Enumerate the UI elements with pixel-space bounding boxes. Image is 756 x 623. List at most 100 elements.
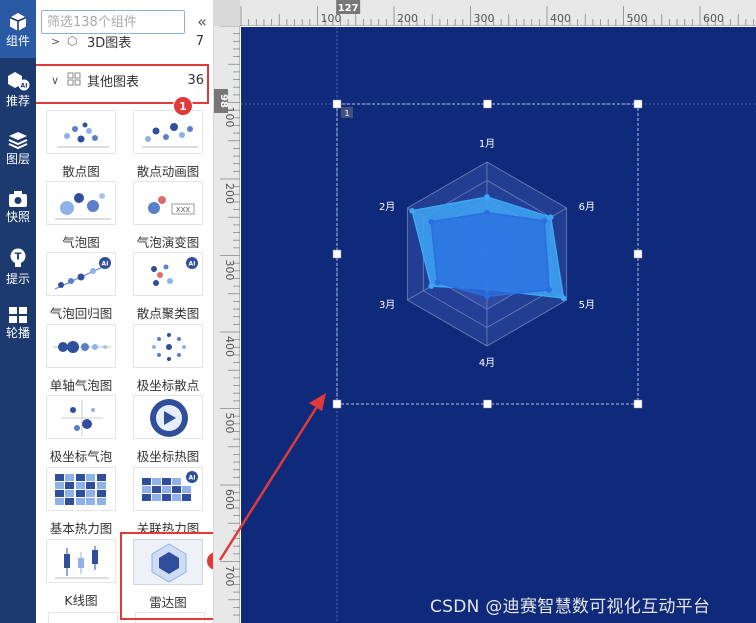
rail-label: 轮播	[5, 326, 30, 340]
tile-label: 气泡演变图	[136, 235, 200, 250]
resize-handle[interactable]	[332, 99, 342, 109]
rail-label: 快照	[5, 210, 30, 224]
component-search-input[interactable]	[41, 10, 185, 34]
rail-item-components[interactable]: 组件	[0, 0, 36, 58]
step-badge-1: 1	[173, 96, 193, 116]
bulb-icon: T	[10, 248, 26, 267]
resize-handle[interactable]	[633, 249, 643, 259]
tile-radar[interactable]: 雷达图	[129, 539, 207, 611]
rail-item-snapshot[interactable]: 快照	[0, 190, 36, 224]
rail-item-recommend[interactable]: AI 推荐	[0, 70, 36, 108]
radar-point	[484, 209, 490, 216]
tile-partial	[48, 612, 118, 623]
rail-item-layers[interactable]: 图层	[0, 130, 36, 166]
rail-label: 图层	[5, 152, 30, 166]
bubble-evolution-thumbnail: XXX	[133, 181, 203, 225]
tile-polar-scatter[interactable]: 极坐标散点	[129, 324, 207, 394]
rail-label: 提示	[5, 272, 30, 286]
tile-single-axis-bubble[interactable]: 单轴气泡图	[42, 324, 120, 394]
tile-partial	[135, 612, 205, 623]
svg-text:T: T	[15, 252, 22, 263]
tile-candlestick[interactable]: K线图	[42, 539, 120, 609]
single-axis-bubble-thumbnail	[46, 324, 116, 368]
tile-label: 散点动画图	[136, 164, 200, 179]
category-3d-charts[interactable]: > ⬡ 3D图表 7	[36, 30, 213, 52]
category-name: 其他图表	[87, 74, 140, 90]
tile-label: 散点图	[62, 164, 100, 179]
tile-bubble-evolution[interactable]: XXX 气泡演变图	[129, 181, 207, 251]
scatter-thumbnail	[46, 110, 116, 154]
radar-indicator-label: 2月	[379, 201, 395, 213]
radar-tile-highlight-box	[120, 532, 213, 620]
ruler-y-marker	[214, 88, 228, 113]
component-index: 1	[344, 109, 349, 118]
resize-handle[interactable]	[483, 399, 492, 409]
ai-cube-icon: AI	[8, 72, 30, 91]
resize-handle[interactable]	[633, 399, 643, 409]
polar-scatter-thumbnail	[133, 324, 203, 368]
ruler-label: 100	[321, 12, 342, 25]
related-heatmap-thumbnail: AI	[133, 467, 203, 511]
resize-handle[interactable]	[332, 249, 342, 259]
radar-indicator-label: 3月	[379, 299, 395, 311]
camera-icon	[9, 191, 27, 207]
tile-label: 基本热力图	[49, 521, 113, 536]
rail-item-carousel[interactable]: 轮播	[0, 306, 36, 340]
tile-polar-heatmap[interactable]: 极坐标热图	[129, 395, 207, 465]
ruler-label: 600	[703, 12, 724, 25]
category-other-charts[interactable]: ∨ 其他图表 36	[36, 66, 213, 94]
grid-outline-icon	[67, 72, 83, 89]
ruler-label: 300	[474, 12, 495, 25]
tile-polar-bubble[interactable]: 极坐标气泡	[42, 395, 120, 465]
tile-bubble-regression[interactable]: AI 气泡回归图	[42, 252, 120, 322]
tile-label: 气泡回归图	[49, 306, 113, 321]
component-panel: « > ⬡ 3D图表 7 ∨ 其他图表 36 散点图 散点动画图 气泡图 XXX	[36, 0, 214, 623]
tile-label: 雷达图	[149, 595, 187, 610]
ruler-label: 400	[550, 12, 571, 25]
radar-point	[484, 293, 490, 300]
radar-point	[428, 283, 435, 290]
scatter-animation-thumbnail	[133, 110, 203, 154]
ai-tag: AI	[189, 475, 196, 482]
tile-label: K线图	[64, 593, 98, 608]
basic-heatmap-thumbnail	[46, 467, 116, 511]
ruler-label: 700	[223, 566, 236, 587]
ruler-label: 400	[223, 336, 236, 357]
bubble-thumbnail	[46, 181, 116, 225]
collapse-panel-button[interactable]: «	[197, 12, 207, 31]
rail-label: 组件	[5, 34, 30, 48]
windows-icon	[9, 307, 27, 323]
category-name: 3D图表	[87, 35, 132, 51]
category-highlight-box	[36, 64, 209, 104]
ruler-label: 500	[627, 12, 648, 25]
resize-handle[interactable]	[483, 99, 492, 109]
tile-scatter[interactable]: 散点图	[42, 110, 120, 180]
chevron-right-icon: >	[51, 34, 61, 48]
radar-point	[428, 219, 435, 225]
scatter-cluster-thumbnail: AI	[133, 252, 203, 296]
category-count: 7	[195, 33, 204, 49]
rail-item-tips[interactable]: T 提示	[0, 248, 36, 286]
tile-basic-heatmap[interactable]: 基本热力图	[42, 467, 120, 537]
candlestick-thumbnail	[46, 539, 116, 583]
bubble-regression-thumbnail: AI	[46, 252, 116, 296]
resize-handle[interactable]	[633, 99, 643, 109]
radar-point	[434, 279, 441, 286]
tile-label: 散点聚类图	[136, 306, 200, 321]
tile-bubble[interactable]: 气泡图	[42, 181, 120, 251]
tile-scatter-cluster[interactable]: AI 散点聚类图	[129, 252, 207, 322]
tile-label: 极坐标气泡	[49, 449, 113, 464]
ruler-label: 200	[223, 183, 236, 204]
radar-point	[484, 194, 490, 200]
radar-indicator-label: 1月	[479, 138, 495, 150]
tile-label: 气泡图	[62, 235, 100, 250]
tile-scatter-animation[interactable]: 散点动画图	[129, 110, 207, 180]
resize-handle[interactable]	[332, 399, 342, 409]
